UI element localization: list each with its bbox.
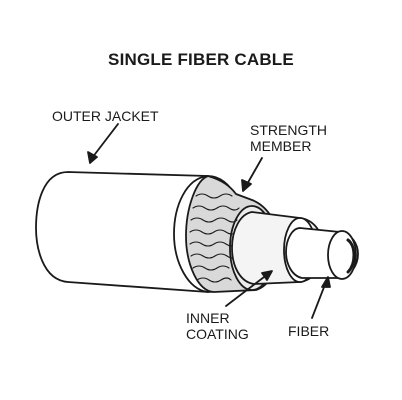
outer-jacket-rim bbox=[173, 175, 209, 293]
label-strength-member: STRENGTH MEMBER bbox=[250, 122, 327, 154]
label-outer-jacket: OUTER JACKET bbox=[52, 108, 159, 124]
fiber-end-shade bbox=[346, 238, 356, 274]
arrow-outer-jacket bbox=[87, 151, 98, 164]
diagram-title: SINGLE FIBER CABLE bbox=[108, 50, 294, 69]
arrow-fiber bbox=[321, 276, 331, 288]
arrow-strength-member bbox=[241, 179, 252, 192]
label-strength-member-line2: MEMBER bbox=[250, 138, 312, 155]
braid-strands bbox=[189, 193, 240, 283]
leader-strength-member bbox=[245, 157, 263, 187]
arrow-inner-coating bbox=[261, 270, 273, 281]
label-inner-coating: INNER COATING bbox=[186, 310, 249, 342]
leader-inner-coating bbox=[225, 273, 269, 307]
leader-fiber bbox=[311, 281, 327, 319]
fiber-end bbox=[327, 230, 357, 280]
label-strength-member-line1: STRENGTH bbox=[250, 122, 327, 138]
leader-outer-jacket bbox=[91, 123, 119, 159]
label-fiber: FIBER bbox=[288, 323, 330, 339]
label-inner-coating-line2: COATING bbox=[186, 326, 249, 343]
label-inner-coating-line1: INNER bbox=[186, 310, 230, 326]
